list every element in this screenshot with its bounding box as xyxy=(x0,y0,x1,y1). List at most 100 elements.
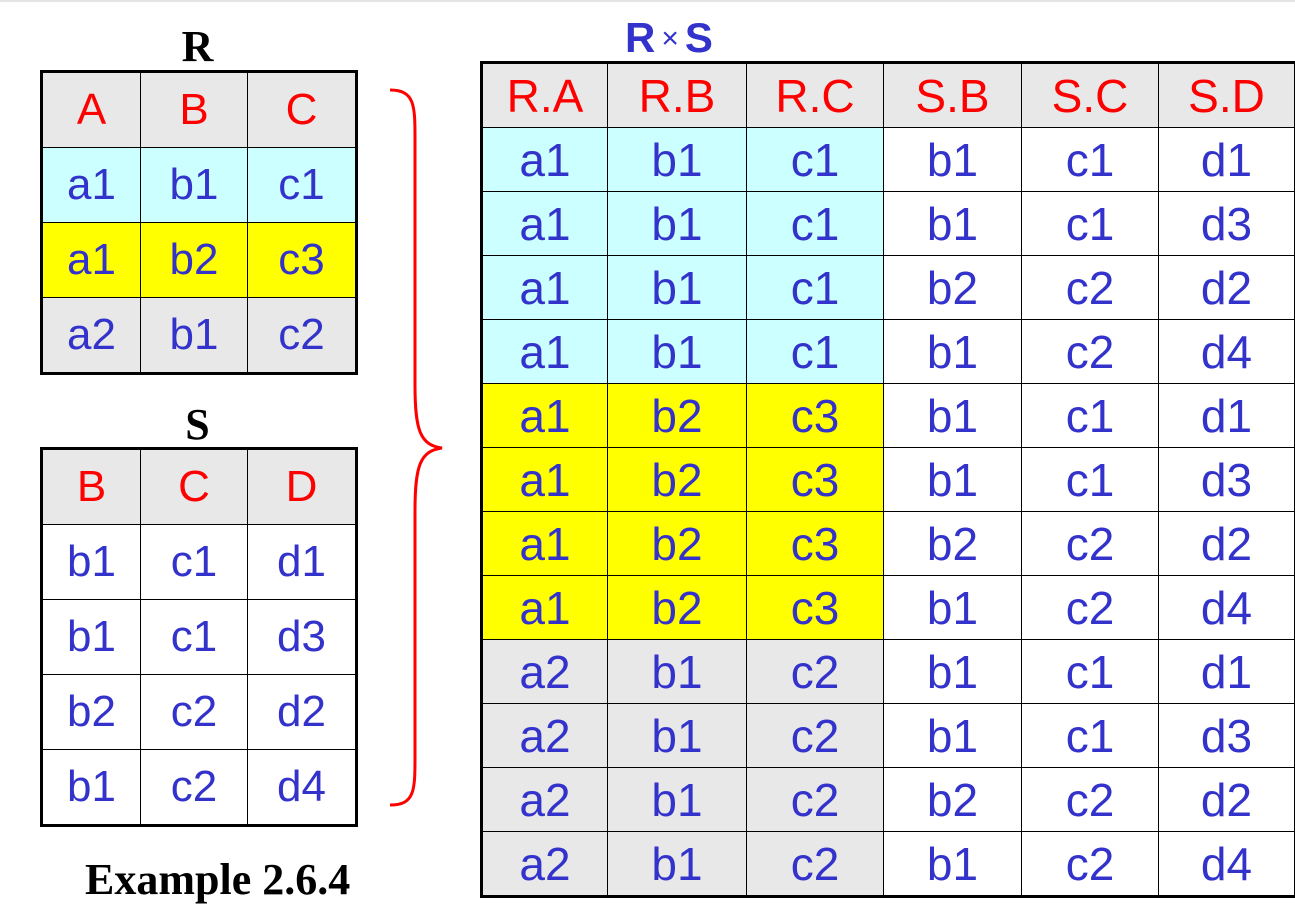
table-cell: c2 xyxy=(1021,767,1159,832)
table-cell: d3 xyxy=(1158,703,1295,768)
table-cell: c1 xyxy=(247,147,357,223)
table-cell: c2 xyxy=(1021,255,1159,320)
table-cell: a1 xyxy=(481,255,608,320)
table-cell: b1 xyxy=(883,383,1022,448)
table-cell: d2 xyxy=(1158,511,1295,576)
table-cell: d4 xyxy=(247,749,357,826)
table-cell: d4 xyxy=(1158,575,1295,640)
product-title: R×S xyxy=(480,16,858,61)
table-cell: b2 xyxy=(607,383,747,448)
column-header: C xyxy=(140,448,248,525)
table-cell: b2 xyxy=(607,447,747,512)
table-cell: b1 xyxy=(607,127,747,192)
column-header: S.D xyxy=(1158,62,1295,128)
table-cell: b1 xyxy=(140,147,248,223)
table-cell: b2 xyxy=(883,767,1022,832)
table-cell: d2 xyxy=(1158,767,1295,832)
table-cell: a2 xyxy=(481,639,608,704)
table-cell: c1 xyxy=(1021,447,1159,512)
table-cell: b1 xyxy=(883,831,1022,897)
table-cell: b1 xyxy=(140,297,248,374)
table-cell: b1 xyxy=(41,599,141,675)
table-cell: c3 xyxy=(746,447,884,512)
column-header: S.C xyxy=(1021,62,1159,128)
table-cell: c2 xyxy=(1021,831,1159,897)
column-header: R.B xyxy=(607,62,747,128)
table-cell: a1 xyxy=(481,191,608,256)
table-cell: b1 xyxy=(883,447,1022,512)
table-cell: b2 xyxy=(883,511,1022,576)
table-cell: c1 xyxy=(746,127,884,192)
table-cell: b1 xyxy=(607,319,747,384)
table-cell: c1 xyxy=(746,191,884,256)
table-cell: c2 xyxy=(1021,319,1159,384)
column-header: R.A xyxy=(481,62,608,128)
table-cell: a1 xyxy=(481,127,608,192)
table-cell: d4 xyxy=(1158,319,1295,384)
table-cell: c1 xyxy=(1021,383,1159,448)
table-cell: b1 xyxy=(607,639,747,704)
column-header: A xyxy=(41,71,141,148)
table-cell: c3 xyxy=(746,511,884,576)
table-cell: c1 xyxy=(1021,191,1159,256)
table-cell: b1 xyxy=(883,639,1022,704)
table-cell: b1 xyxy=(883,191,1022,256)
table-cell: b1 xyxy=(607,767,747,832)
table-cell: c2 xyxy=(746,767,884,832)
table-cell: b2 xyxy=(607,575,747,640)
table-cell: c1 xyxy=(1021,703,1159,768)
example-caption: Example 2.6.4 xyxy=(85,855,351,904)
table-cell: a2 xyxy=(481,831,608,897)
table-cell: c2 xyxy=(140,674,248,750)
table-cell: c2 xyxy=(140,749,248,826)
table-cell: b1 xyxy=(41,524,141,600)
table-cell: d1 xyxy=(247,524,357,600)
top-rule xyxy=(0,0,1295,2)
table-cell: b1 xyxy=(41,749,141,826)
column-header: D xyxy=(247,448,357,525)
table-cell: c2 xyxy=(746,831,884,897)
column-header: R.C xyxy=(746,62,884,128)
times-icon: × xyxy=(661,22,679,55)
table-cell: c2 xyxy=(247,297,357,374)
table-cell: b1 xyxy=(607,831,747,897)
table-cell: d4 xyxy=(1158,831,1295,897)
column-header: B xyxy=(41,448,141,525)
table-cell: c1 xyxy=(140,599,248,675)
table-cell: a1 xyxy=(41,147,141,223)
curly-brace-icon xyxy=(389,88,443,807)
table-cell: b2 xyxy=(140,222,248,298)
table-cell: c2 xyxy=(1021,511,1159,576)
table-cell: b1 xyxy=(883,127,1022,192)
table-cell: c1 xyxy=(140,524,248,600)
table-cell: c3 xyxy=(746,383,884,448)
product-title-right: S xyxy=(684,14,713,61)
table-cell: d1 xyxy=(1158,383,1295,448)
table-cell: c2 xyxy=(746,639,884,704)
table-cell: d3 xyxy=(247,599,357,675)
table-cell: d1 xyxy=(1158,639,1295,704)
table-cell: a2 xyxy=(481,767,608,832)
table-cell: b2 xyxy=(883,255,1022,320)
column-header: S.B xyxy=(883,62,1022,128)
table-cell: a1 xyxy=(481,511,608,576)
table-cell: d3 xyxy=(1158,191,1295,256)
table-cell: c1 xyxy=(1021,127,1159,192)
table-cell: b1 xyxy=(607,703,747,768)
table-cell: d3 xyxy=(1158,447,1295,512)
